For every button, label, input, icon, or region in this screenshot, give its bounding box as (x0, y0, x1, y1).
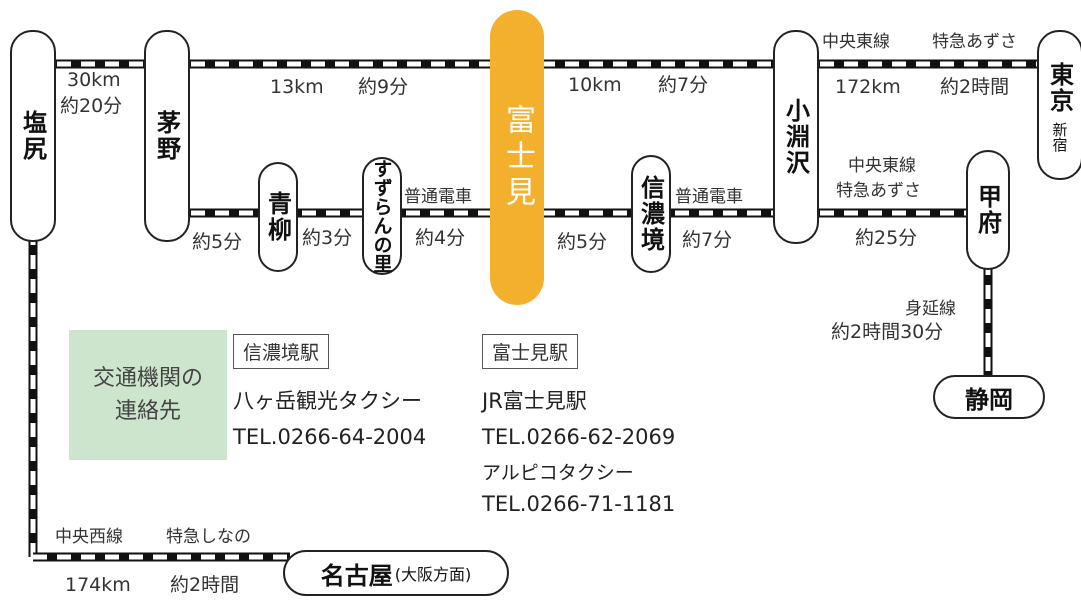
label-chuo-west-line: 中央西線 (55, 527, 123, 547)
contact-fujimi-line3: アルピコタクシー (482, 462, 634, 484)
station-shinanosakai: 信濃境 (631, 155, 671, 273)
station-aoyagi-label: 青柳 (263, 191, 292, 243)
label-shinanosakai-kobuchizawa-time: 約7分 (682, 229, 733, 251)
contact-fujimi-heading: 富士見駅 (482, 334, 579, 369)
label-shiojiri-chino-dist: 30km (67, 69, 121, 91)
label-kofu-line-1: 中央東線 (848, 156, 916, 176)
contact-shinanosakai-heading: 信濃境駅 (233, 334, 330, 369)
contact-title-box: 交通機関の 連絡先 (69, 330, 227, 460)
station-aoyagi: 青柳 (258, 162, 298, 272)
contact-shinanosakai-tel: TEL.0266-64-2004 (233, 425, 427, 449)
label-kobuchizawa-kofu-time: 約25分 (855, 227, 918, 249)
label-shiojiri-chino-time: 約20分 (60, 95, 123, 117)
station-kobuchizawa-label: 小淵沢 (781, 98, 810, 176)
label-kobuchizawa-tokyo-dist: 172km (835, 76, 901, 98)
label-chino-fujimi-time: 約9分 (358, 76, 409, 98)
station-kobuchizawa: 小淵沢 (773, 30, 819, 244)
station-shizuoka: 静岡 (933, 375, 1045, 419)
station-shiojiri-label: 塩尻 (18, 110, 47, 162)
station-nagoya-note: (大阪方面) (394, 565, 472, 584)
station-shinanosakai-label: 信濃境 (636, 175, 665, 253)
station-fujimi-hub: 富士見 (490, 10, 544, 305)
station-nagoya-label: 名古屋 (320, 561, 393, 590)
label-suzuran-fujimi-time: 約4分 (415, 227, 466, 249)
label-local-train-left: 普通電車 (404, 187, 472, 207)
station-nagoya: 名古屋 (大阪方面) (283, 550, 509, 596)
station-chino-label: 茅野 (152, 110, 181, 162)
station-suzuran: すずらんの里 (362, 157, 402, 275)
label-tokkyu-azusa: 特急あずさ (932, 32, 1017, 52)
label-kofu-line-2: 特急あずさ (836, 181, 921, 201)
label-kofu-shizuoka-time: 約2時間30分 (831, 321, 944, 343)
contact-shinanosakai-line1: 八ヶ岳観光タクシー (233, 389, 422, 413)
station-tokyo: 東京 新宿 (1037, 30, 1081, 180)
contact-fujimi-line1: JR富士見駅 (482, 389, 587, 413)
station-shizuoka-label: 静岡 (965, 385, 1013, 414)
label-fujimi-kobuchizawa-dist: 10km (568, 74, 622, 96)
station-chino: 茅野 (144, 30, 190, 242)
label-local-train-right: 普通電車 (675, 187, 743, 207)
station-tokyo-label: 東京 (1045, 62, 1074, 114)
station-shinjuku-label: 新宿 (1050, 122, 1069, 152)
label-chino-aoyagi-time: 約5分 (192, 231, 243, 253)
label-minobu-line: 身延線 (905, 299, 956, 319)
label-shiojiri-nagoya-dist: 174km (65, 574, 131, 596)
label-aoyagi-suzuran-time: 約3分 (302, 227, 353, 249)
station-suzuran-label: すずらんの里 (370, 159, 393, 273)
station-kofu-label: 甲府 (973, 184, 1002, 236)
label-kobuchizawa-tokyo-time: 約2時間 (940, 76, 1010, 98)
label-shiojiri-nagoya-time: 約2時間 (170, 574, 240, 596)
contact-fujimi-tel2: TEL.0266-71-1181 (482, 492, 676, 516)
label-chuo-east-line: 中央東線 (822, 32, 890, 52)
label-tokkyu-shinano: 特急しなの (166, 527, 251, 547)
label-fujimi-kobuchizawa-time: 約7分 (658, 74, 709, 96)
station-kofu: 甲府 (966, 150, 1010, 270)
label-fujimi-shinanosakai-time: 約5分 (557, 231, 608, 253)
label-chino-fujimi-dist: 13km (270, 76, 324, 98)
contact-fujimi-tel1: TEL.0266-62-2069 (482, 425, 676, 449)
station-shiojiri: 塩尻 (10, 30, 56, 242)
station-fujimi-label: 富士見 (500, 103, 535, 212)
